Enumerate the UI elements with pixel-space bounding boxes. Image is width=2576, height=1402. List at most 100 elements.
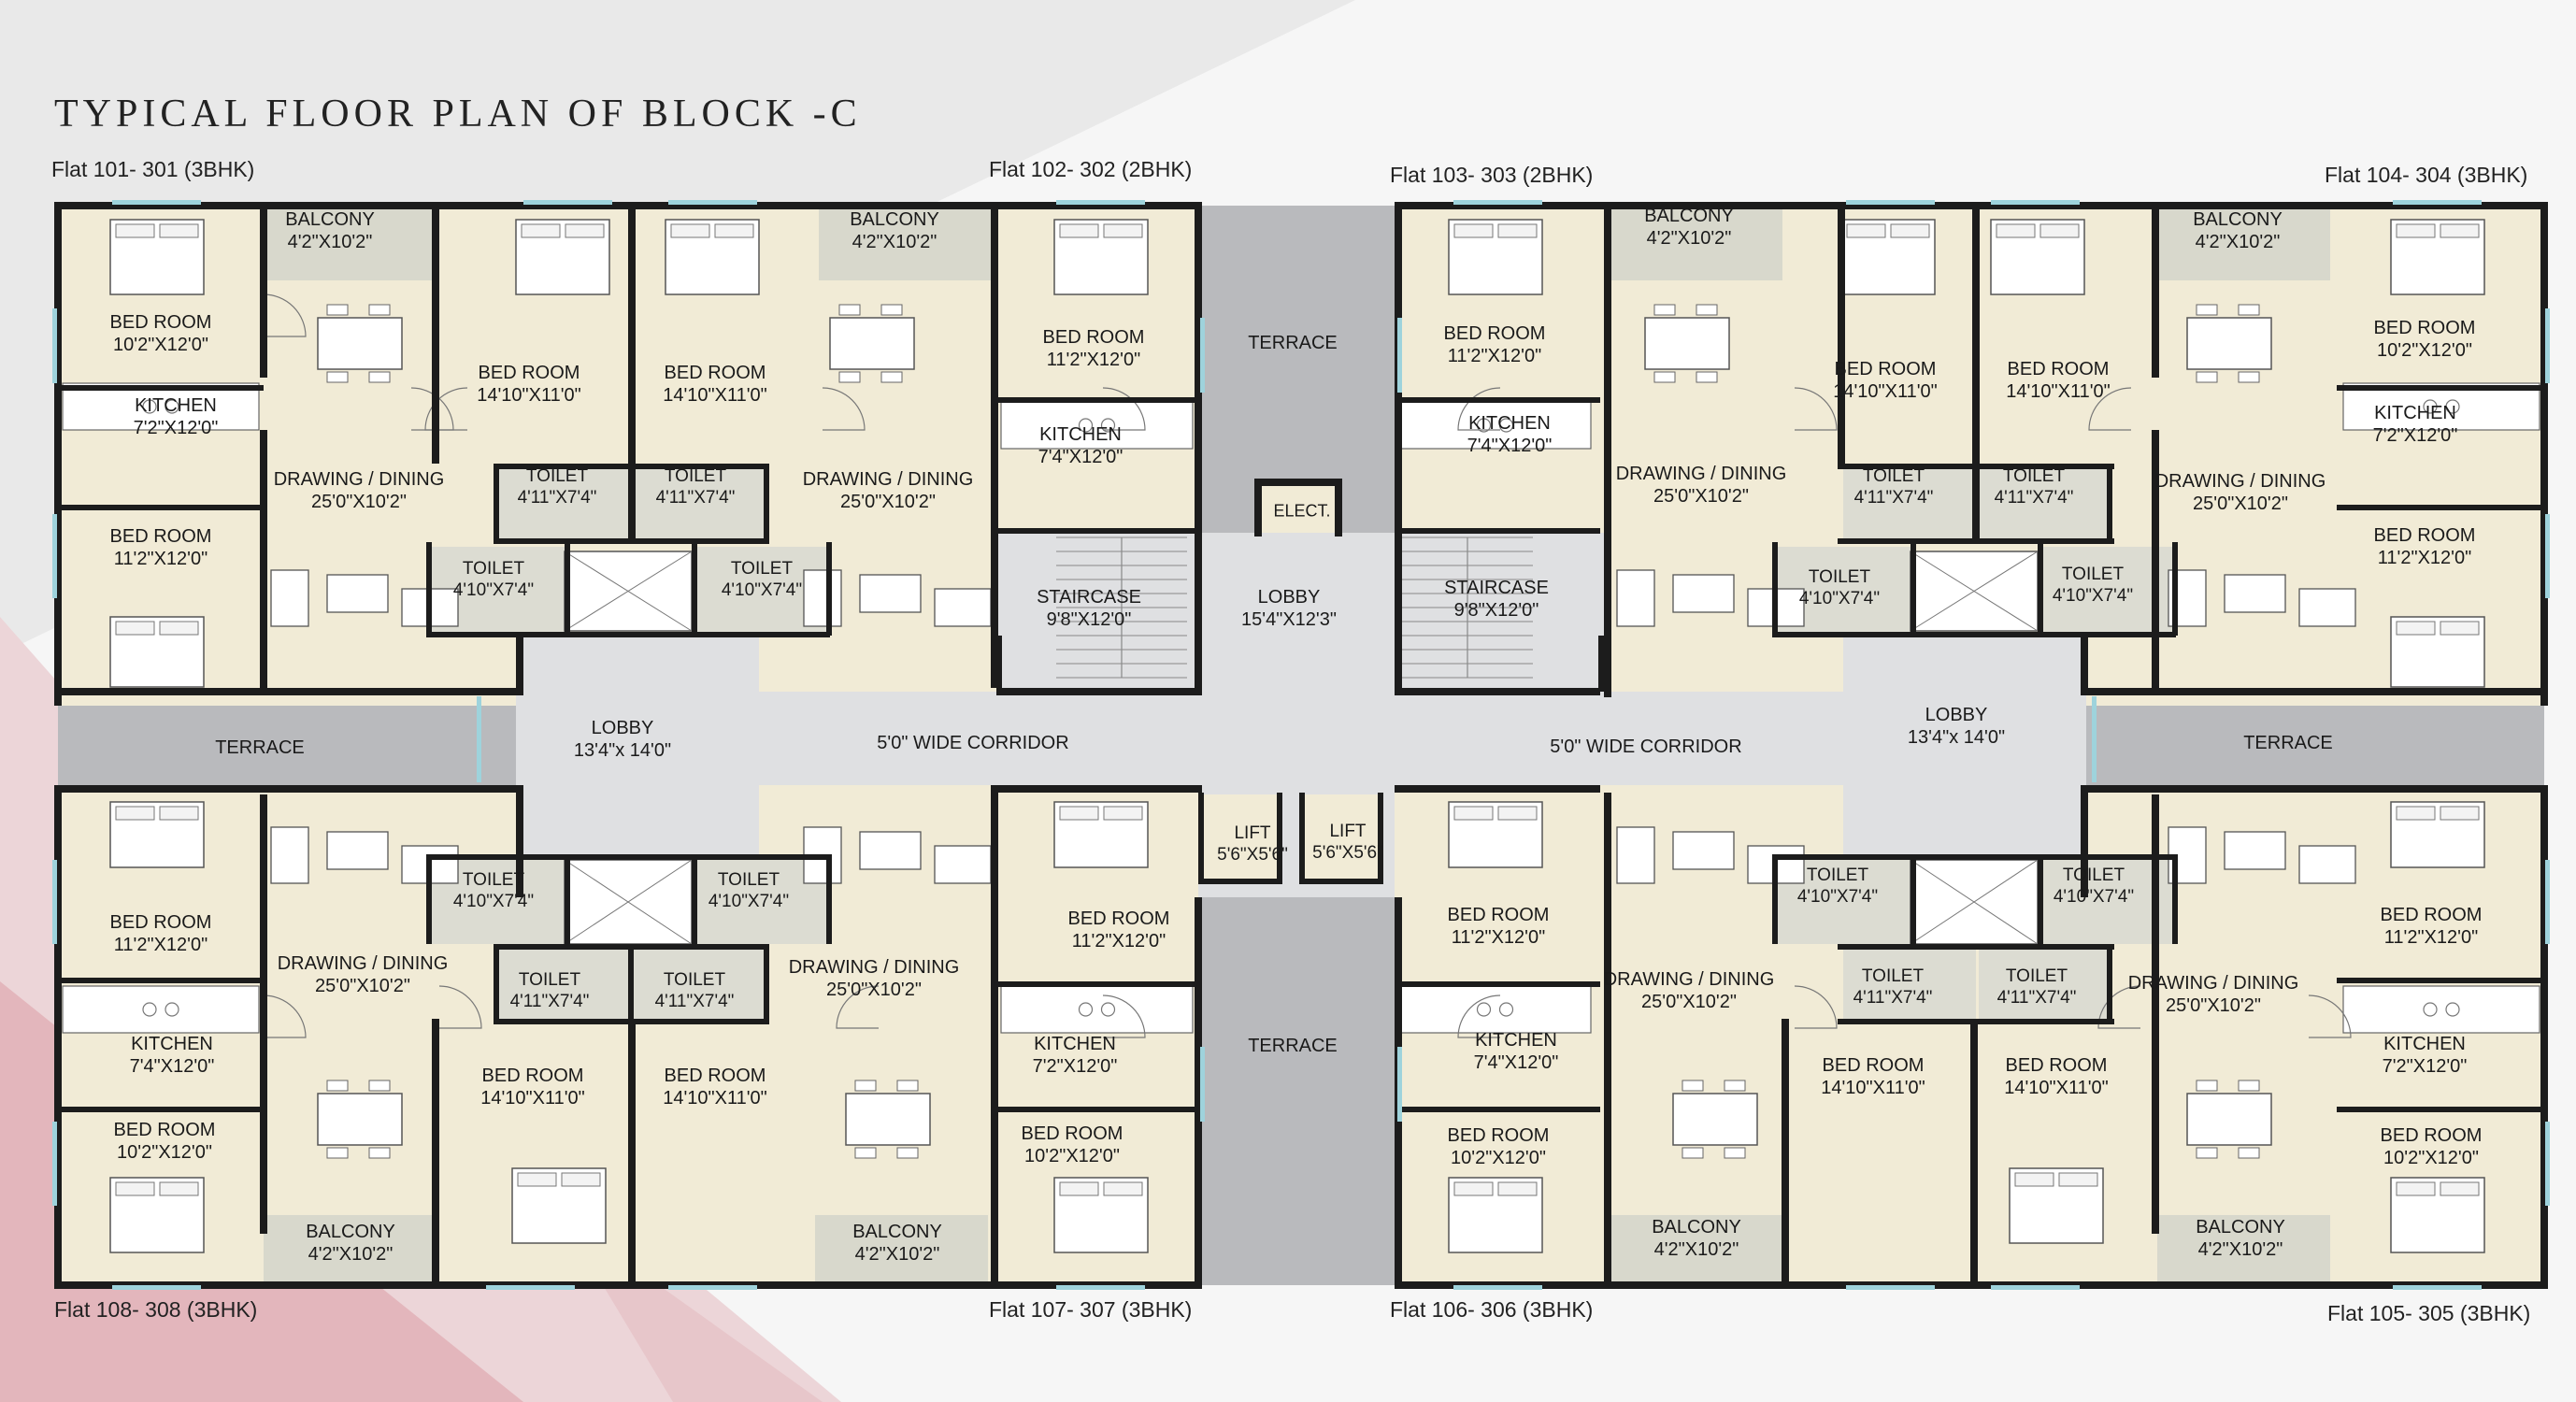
room-dimension: 13'4"x 14'0" xyxy=(1908,727,2005,748)
room-name: KITCHEN xyxy=(1468,413,1551,434)
room-dimension: 10'2"X12'0" xyxy=(1451,1148,1546,1168)
room-name: TERRACE xyxy=(2243,733,2333,753)
room-name: BALCONY xyxy=(2196,1217,2285,1237)
room-name: LOBBY xyxy=(1258,587,1321,608)
room-dimension: 4'11"X7'4" xyxy=(1995,488,2074,508)
room-dimension: 5'6"X5'6" xyxy=(1312,843,1383,863)
room-name: BALCONY xyxy=(285,209,375,230)
room-name: TOILET xyxy=(665,466,727,486)
room-name: ELECT. xyxy=(1273,501,1330,520)
room-name: BED ROOM xyxy=(665,1066,766,1086)
room-name: BED ROOM xyxy=(1448,1125,1550,1146)
room-name: DRAWING / DINING xyxy=(1604,969,1775,990)
room-name: DRAWING / DINING xyxy=(789,957,960,978)
room-dimension: 7'2"X12'0" xyxy=(1033,1056,1118,1077)
flat-label-106: Flat 106- 306 (3BHK) xyxy=(1390,1297,1594,1322)
room-name: 5'0" WIDE CORRIDOR xyxy=(877,733,1068,753)
room-name: BED ROOM xyxy=(110,526,212,547)
room-dimension: 25'0"X10'2" xyxy=(2166,995,2261,1016)
room-name: 5'0" WIDE CORRIDOR xyxy=(1550,737,1741,757)
room-dimension: 7'4"X12'0" xyxy=(1038,447,1123,467)
room-name: TOILET xyxy=(526,466,589,486)
room-dimension: 4'11"X7'4" xyxy=(1853,988,1933,1008)
room-dimension: 4'10"X7'4" xyxy=(453,892,534,911)
room-name: TOILET xyxy=(463,559,525,579)
room-dimension: 7'2"X12'0" xyxy=(134,418,219,438)
room-name: BED ROOM xyxy=(114,1120,216,1140)
room-dimension: 15'4"X12'3" xyxy=(1241,609,1337,630)
room-name: BED ROOM xyxy=(1043,327,1145,348)
room-name: DRAWING / DINING xyxy=(1616,464,1787,484)
flat-label-105: Flat 105- 305 (3BHK) xyxy=(2327,1301,2531,1325)
room-name: TOILET xyxy=(1809,567,1871,587)
room-name: TOILET xyxy=(2006,966,2068,986)
room-dimension: 4'11"X7'4" xyxy=(656,488,736,508)
room-dimension: 4'2"X10'2" xyxy=(2196,232,2281,252)
page-title: TYPICAL FLOOR PLAN OF BLOCK -C xyxy=(54,93,862,136)
room-dimension: 4'10"X7'4" xyxy=(2054,887,2134,907)
room-dimension: 25'0"X10'2" xyxy=(2193,494,2288,514)
room-name: DRAWING / DINING xyxy=(2128,973,2299,994)
room-name: KITCHEN xyxy=(131,1034,213,1054)
room-dimension: 5'6"X5'6" xyxy=(1217,845,1288,865)
room-name: BED ROOM xyxy=(2381,905,2483,925)
room-dimension: 4'11"X7'4" xyxy=(655,992,735,1011)
room-dimension: 10'2"X12'0" xyxy=(1024,1146,1120,1166)
room-name: TOILET xyxy=(664,970,726,990)
room-name: BED ROOM xyxy=(1444,323,1546,344)
room-dimension: 4'2"X10'2" xyxy=(2198,1239,2283,1260)
room-dimension: 11'2"X12'0" xyxy=(2384,927,2478,948)
room-dimension: 25'0"X10'2" xyxy=(1653,486,1749,507)
room-name: BED ROOM xyxy=(2374,318,2476,338)
flat-label-102: Flat 102- 302 (2BHK) xyxy=(989,157,1193,181)
room-dimension: 4'11"X7'4" xyxy=(1854,488,1934,508)
room-name: TOILET xyxy=(519,970,581,990)
room-dimension: 4'2"X10'2" xyxy=(288,232,373,252)
room-name: KITCHEN xyxy=(2374,403,2456,423)
flat-label-107: Flat 107- 307 (3BHK) xyxy=(989,1297,1193,1322)
room-name: BALCONY xyxy=(1644,206,1734,226)
room-name: TOILET xyxy=(2063,866,2125,885)
room-name: DRAWING / DINING xyxy=(278,953,449,974)
room-name: BED ROOM xyxy=(2008,359,2110,379)
room-name: BED ROOM xyxy=(110,312,212,333)
room-dimension: 4'10"X7'4" xyxy=(1797,887,1878,907)
room-name: BALCONY xyxy=(306,1222,395,1242)
room-dimension: 14'10"X11'0" xyxy=(477,385,581,406)
room-name: DRAWING / DINING xyxy=(274,469,445,490)
room-name: TOILET xyxy=(731,559,794,579)
room-dimension: 11'2"X12'0" xyxy=(2378,548,2471,568)
room-name: TERRACE xyxy=(1248,1036,1338,1056)
room-dimension: 4'11"X7'4" xyxy=(510,992,590,1011)
room-dimension: 13'4"x 14'0" xyxy=(574,740,671,761)
room-name: LOBBY xyxy=(1925,705,1988,725)
room-name: BED ROOM xyxy=(1068,908,1170,929)
room-name: BED ROOM xyxy=(1835,359,1937,379)
room-dimension: 4'11"X7'4" xyxy=(1997,988,2077,1008)
room-name: BALCONY xyxy=(1652,1217,1741,1237)
room-name: TOILET xyxy=(463,870,525,890)
room-name: BED ROOM xyxy=(2006,1055,2108,1076)
room-name: BED ROOM xyxy=(482,1066,584,1086)
room-dimension: 25'0"X10'2" xyxy=(1641,992,1737,1012)
room-dimension: 11'2"X12'0" xyxy=(1072,931,1166,951)
room-name: KITCHEN xyxy=(1475,1030,1557,1051)
room-name: TOILET xyxy=(2062,565,2125,584)
room-dimension: 10'2"X12'0" xyxy=(2383,1148,2479,1168)
room-dimension: 11'2"X12'0" xyxy=(114,549,208,569)
room-dimension: 7'2"X12'0" xyxy=(2373,425,2458,446)
room-name: TERRACE xyxy=(1248,333,1338,353)
room-name: BALCONY xyxy=(850,209,939,230)
room-dimension: 4'2"X10'2" xyxy=(1647,228,1732,249)
room-name: BED ROOM xyxy=(1448,905,1550,925)
room-dimension: 10'2"X12'0" xyxy=(113,335,208,355)
room-dimension: 4'2"X10'2" xyxy=(855,1244,940,1265)
room-dimension: 14'10"X11'0" xyxy=(2006,381,2111,402)
room-name: KITCHEN xyxy=(135,395,217,416)
room-name: BED ROOM xyxy=(665,363,766,383)
room-dimension: 14'10"X11'0" xyxy=(480,1088,585,1109)
room-name: LIFT xyxy=(1234,823,1270,843)
room-dimension: 7'4"X12'0" xyxy=(1467,436,1553,456)
room-name: KITCHEN xyxy=(1039,424,1122,445)
room-name: KITCHEN xyxy=(1034,1034,1116,1054)
